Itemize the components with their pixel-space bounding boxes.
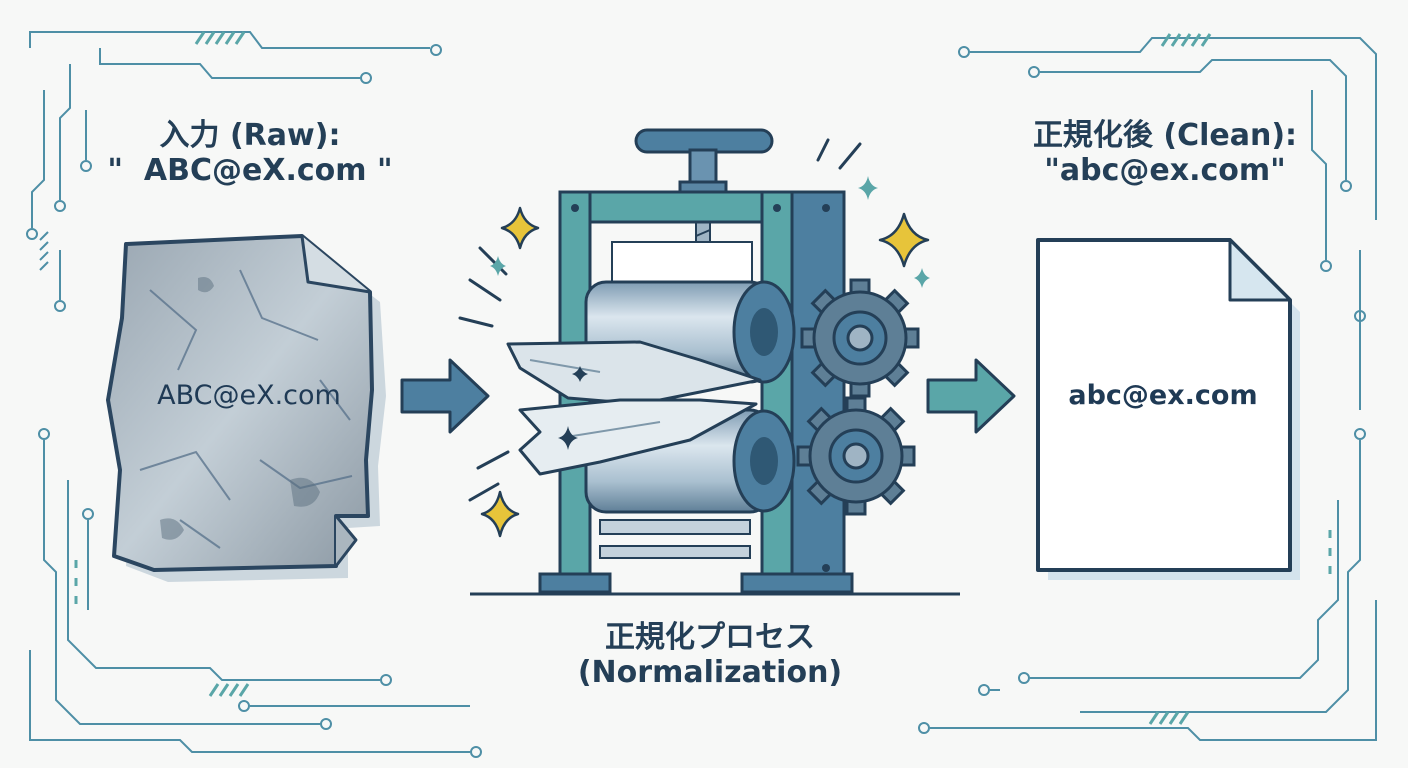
gear-icon — [796, 396, 916, 516]
sparkle-icon — [490, 176, 930, 288]
arrow-right-icon — [926, 358, 1016, 434]
raw-document-text: ABC@eX.com — [157, 380, 341, 411]
sparkle-icon — [480, 206, 930, 538]
clean-output-value: "abc@ex.com" — [1044, 153, 1286, 189]
circuit-hatch-bottom-right — [1148, 530, 1332, 725]
crumpled-paper-icon — [106, 234, 386, 582]
process-label: 正規化プロセス (Normalization) — [500, 620, 920, 691]
circuit-hatch-top-right — [1160, 33, 1212, 47]
circuit-hatch-bottom-left — [74, 560, 250, 697]
sparkle-icon — [558, 366, 588, 450]
circuit-decoration-bottom-right — [918, 270, 1377, 741]
raw-input-label: 入力 (Raw): " ABC@eX.com " — [80, 118, 420, 189]
raw-input-title: 入力 (Raw): — [159, 118, 341, 153]
circuit-hatch-top-left — [194, 31, 246, 45]
clean-output-label: 正規化後 (Clean): "abc@ex.com" — [1000, 118, 1330, 189]
raw-input-value: " ABC@eX.com " — [107, 153, 393, 189]
arrow-right-icon — [400, 358, 490, 434]
circuit-decoration-top-left — [26, 31, 442, 312]
process-title: 正規化プロセス — [605, 620, 815, 655]
clean-document-text: abc@ex.com — [1068, 380, 1258, 411]
gear-icon — [800, 278, 920, 398]
clean-output-title: 正規化後 (Clean): — [1032, 118, 1298, 153]
circuit-decoration-bottom-left — [29, 428, 482, 758]
roller-press-icon — [470, 128, 960, 596]
clean-document-icon — [1036, 238, 1300, 580]
process-subtitle: (Normalization) — [577, 655, 843, 691]
circuit-decoration-top-right — [958, 37, 1377, 322]
motion-lines — [458, 138, 862, 502]
